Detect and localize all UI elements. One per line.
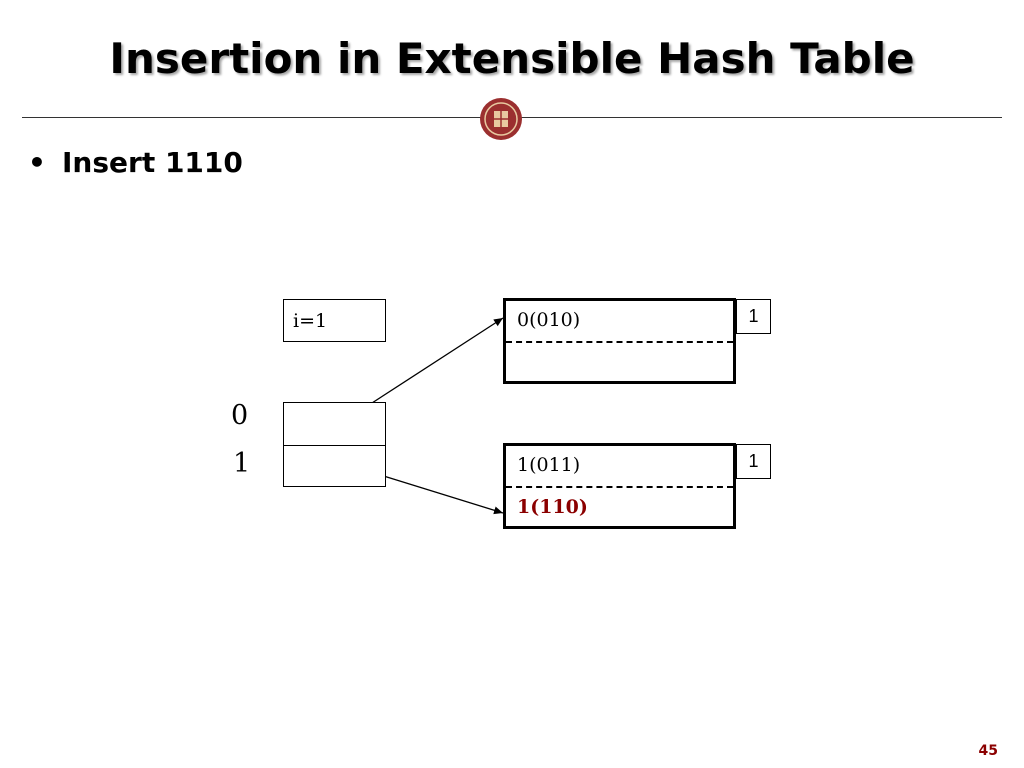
bucket-0-entry-1: 0(010) — [506, 301, 733, 343]
bucket-1-entry-2-new: 1(110) — [517, 496, 588, 518]
bucket-0-entry-2 — [506, 343, 733, 383]
bucket-1-entry-1: 1(011) — [506, 446, 733, 488]
page-number: 45 — [978, 743, 998, 759]
directory-label-1: 1 — [233, 448, 251, 479]
bullet-text: Insert 1110 — [62, 146, 243, 179]
bucket-0: 0(010) — [503, 298, 736, 384]
global-depth-box: i=1 — [283, 299, 386, 342]
directory-slot-0 — [284, 403, 385, 446]
bucket-1: 1(011) 1(110) — [503, 443, 736, 529]
bucket-0-local-depth: 1 — [736, 299, 771, 334]
bucket-1-local-depth: 1 — [736, 444, 771, 479]
university-seal-icon — [480, 98, 522, 140]
directory-slot-1 — [284, 446, 385, 488]
slide-title: Insertion in Extensible Hash Table — [109, 34, 915, 83]
bullet-item: • Insert 1110 — [28, 146, 243, 179]
directory-label-0: 0 — [231, 400, 249, 431]
directory — [283, 402, 386, 487]
bullet-marker: • — [28, 146, 46, 179]
